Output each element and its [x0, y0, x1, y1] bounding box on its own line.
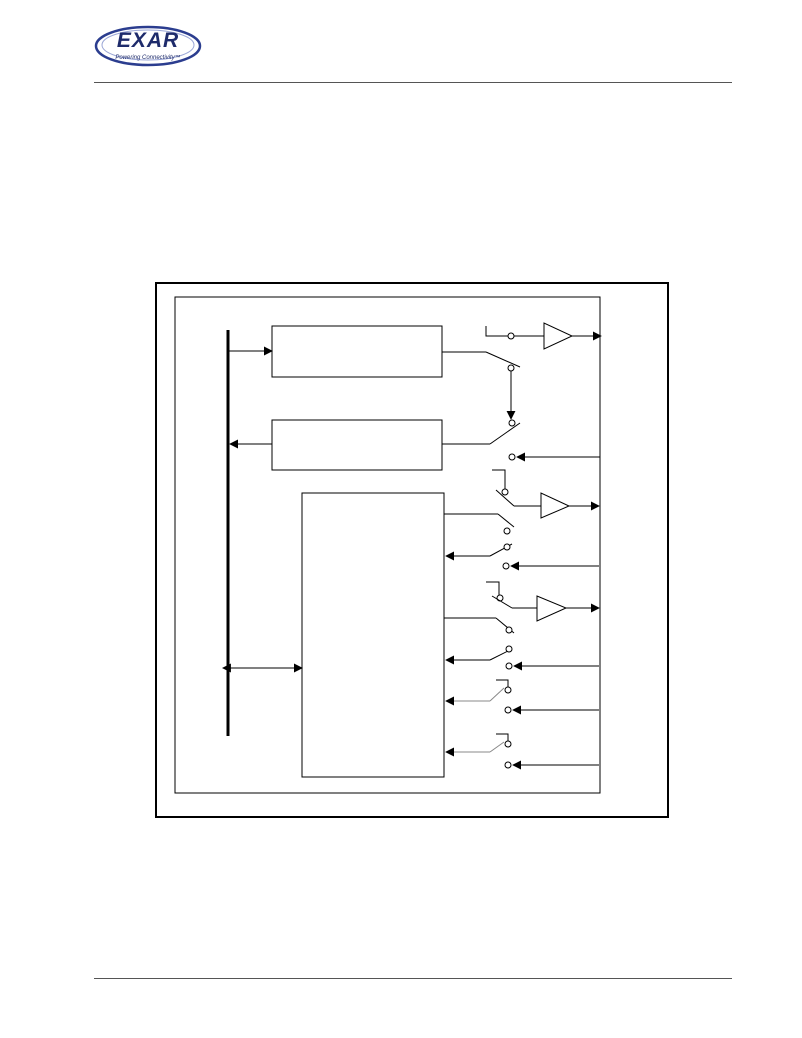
driver-triangle-3: [536, 595, 568, 622]
driver-triangle-2: [540, 492, 571, 519]
logo-tagline: Powering Connectivity™: [115, 55, 181, 61]
outer-frame: [155, 282, 669, 818]
driver-path-3: [486, 581, 600, 622]
logo-wordmark: EXAR: [116, 29, 180, 52]
loopback-switch: [442, 351, 600, 462]
large-block-switches-1: [444, 513, 599, 571]
block-upper: [271, 325, 443, 378]
driver-path-2: [492, 469, 600, 519]
block-large: [301, 492, 445, 778]
input-path-6: [445, 733, 599, 770]
footer-rule: [94, 978, 732, 979]
logo-ring-icon: [94, 25, 202, 67]
header-rule: [94, 82, 732, 83]
driver-triangle-1: [543, 322, 574, 350]
top-driver-path: [485, 322, 602, 350]
exar-logo: EXAR Powering Connectivity™: [93, 24, 203, 68]
block-middle: [271, 419, 443, 471]
large-block-switches-2: [444, 617, 599, 671]
input-path-5: [445, 679, 599, 715]
